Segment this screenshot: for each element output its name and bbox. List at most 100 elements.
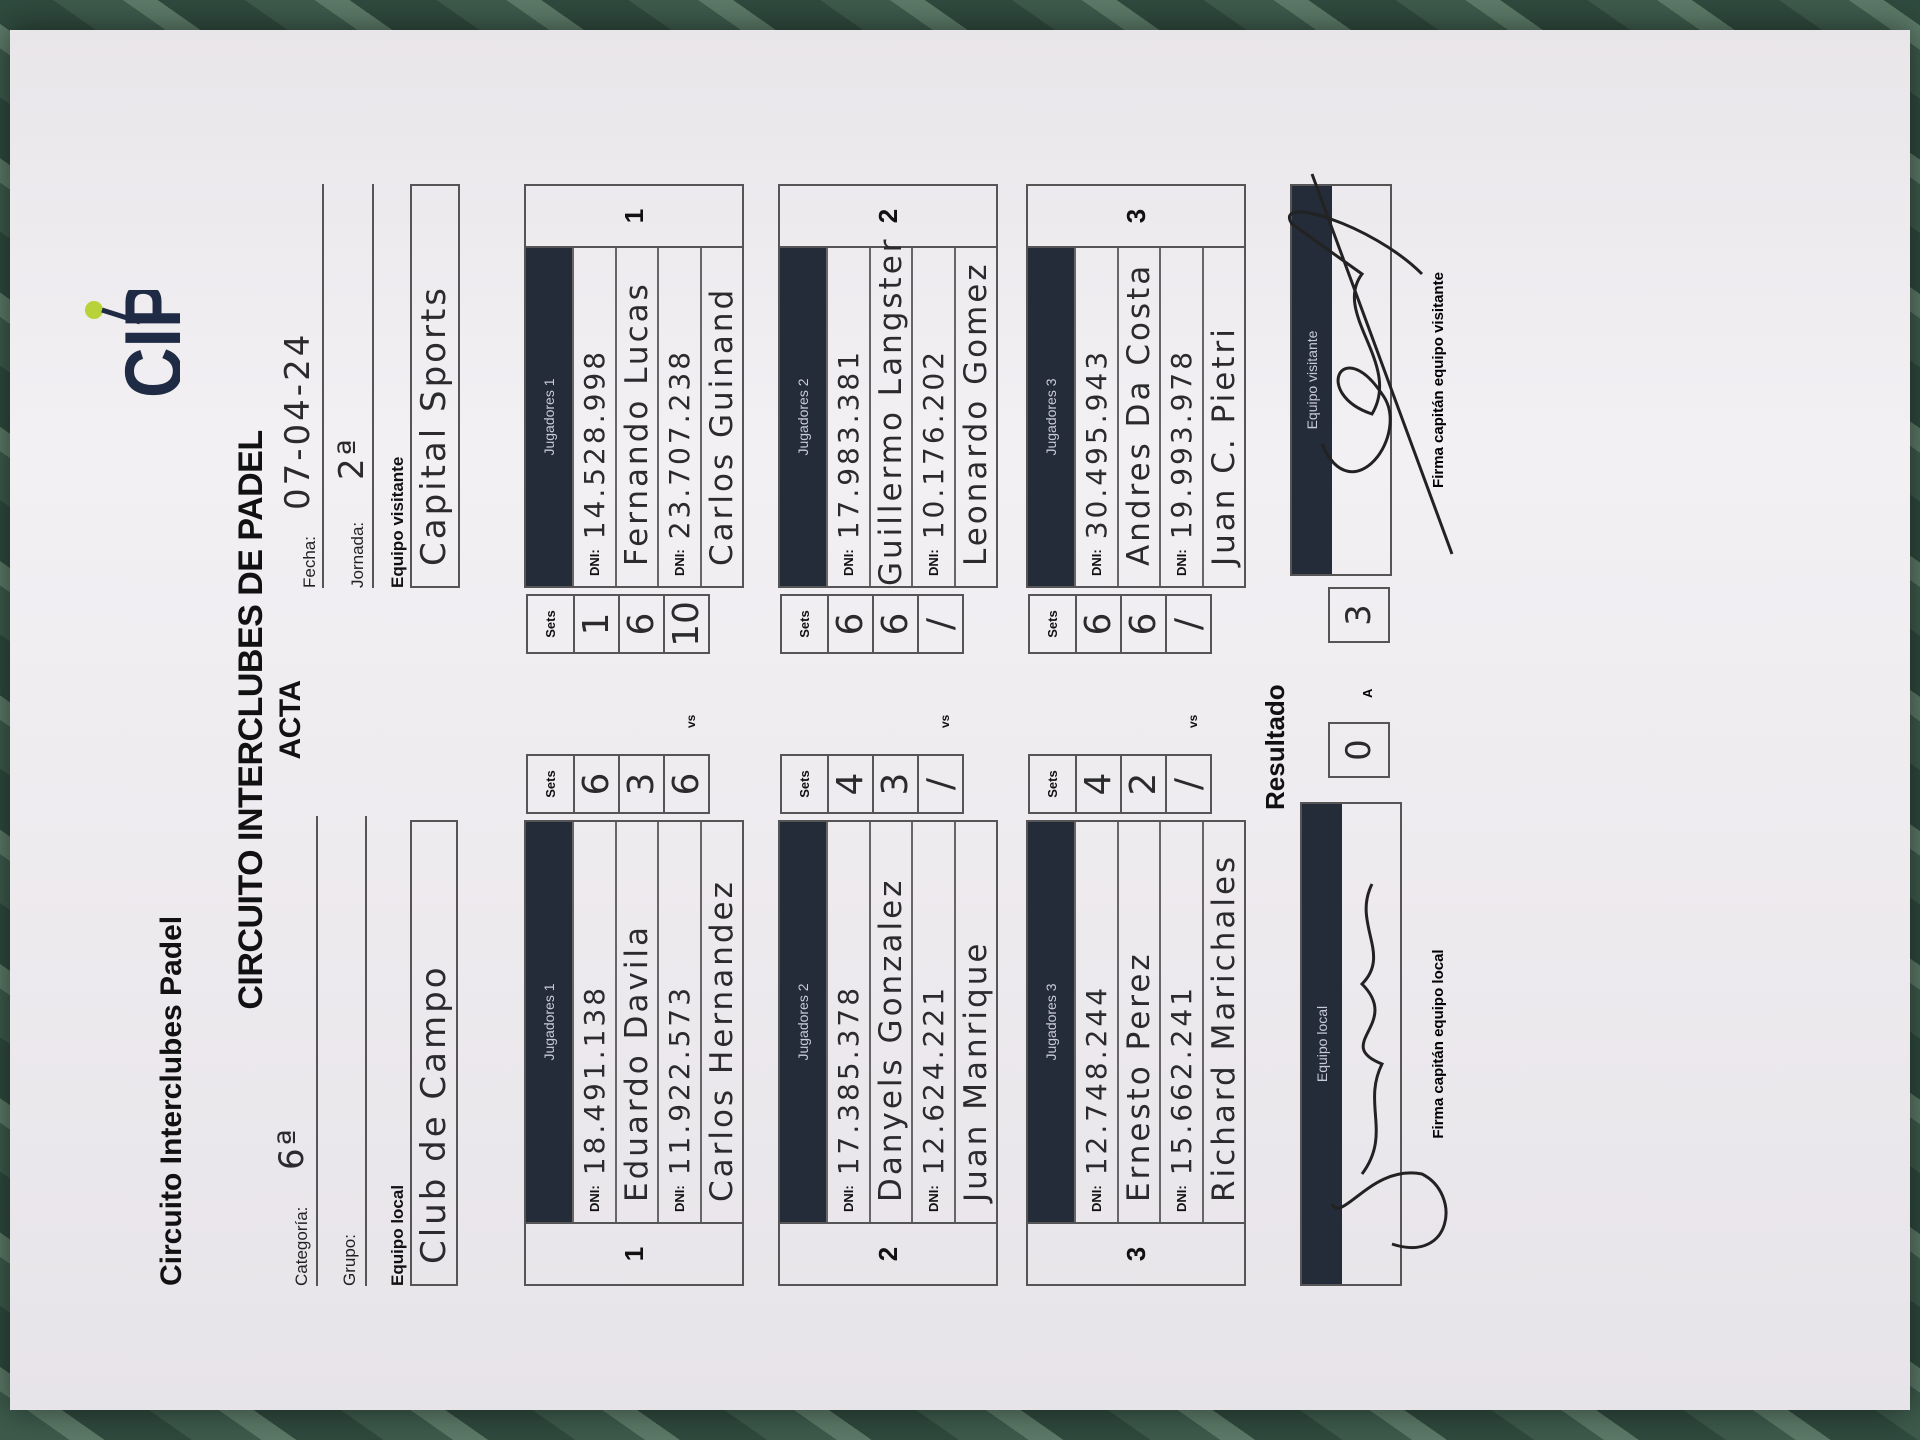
set-score[interactable]: /: [917, 596, 962, 652]
set-score[interactable]: 3: [872, 756, 917, 812]
dni-label: DNI:: [1173, 549, 1189, 576]
signature-local: [1330, 883, 1448, 1249]
dni-row[interactable]: DNI: 19.993.978: [1159, 248, 1202, 586]
dni-value: 15.662.241: [1164, 984, 1198, 1176]
form-subheading: ACTA: [274, 680, 307, 760]
set-score[interactable]: 6: [872, 596, 917, 652]
firma-local-box[interactable]: Equipo local: [1300, 802, 1448, 1286]
match-number: 3: [1028, 1222, 1244, 1284]
dni-label: DNI:: [840, 549, 856, 576]
players-header: Jugadores 3: [1028, 822, 1074, 1222]
player-name-row[interactable]: Carlos Guinand: [699, 248, 742, 586]
dni-label: DNI:: [671, 549, 687, 576]
dni-row[interactable]: DNI:10.176.202: [911, 248, 954, 586]
player-name: Eduardo Davila: [618, 923, 655, 1202]
dni-row[interactable]: DNI:15.662.241: [1159, 822, 1202, 1222]
player-name-row[interactable]: Ernesto Perez: [1116, 822, 1159, 1222]
form-heading: CIRCUITO INTERCLUBES DE PADEL: [232, 430, 270, 1010]
document-title: Circuito Interclubes Padel: [155, 915, 188, 1286]
dni-row[interactable]: DNI: 11.922.573: [657, 822, 700, 1222]
player-name-row[interactable]: Danyels Gonzalez: [868, 822, 911, 1222]
equipo-local-field[interactable]: Club de Campo: [410, 820, 458, 1286]
player-name: Richard Marichales: [1205, 853, 1242, 1202]
dni-row[interactable]: DNI:23.707.238: [657, 248, 700, 586]
player-name: Carlos Guinand: [703, 286, 740, 566]
player-name-row[interactable]: Fernando Lucas: [614, 248, 657, 586]
player-name-row[interactable]: Juan C. Pietri: [1201, 248, 1244, 586]
player-name-row[interactable]: Eduardo Davila: [614, 822, 657, 1222]
dni-value: 11.922.573: [662, 984, 696, 1176]
player-name-row[interactable]: Juan Manrique: [953, 822, 996, 1222]
dni-row[interactable]: DNI:17.983.381: [826, 248, 869, 586]
player-name-row[interactable]: Richard Marichales: [1201, 822, 1244, 1222]
grupo-label: Grupo:: [340, 1234, 359, 1286]
cip-logo: CIP: [80, 281, 198, 400]
set-score[interactable]: /: [917, 756, 962, 812]
dni-label: DNI:: [671, 1185, 687, 1212]
fecha-value[interactable]: 07-04-24: [278, 331, 318, 510]
dni-value: 19.993.978: [1164, 348, 1198, 540]
set-score[interactable]: 6: [1075, 596, 1120, 652]
dni-row[interactable]: DNI:17.385.378: [826, 822, 869, 1222]
sets-header: Sets: [797, 770, 812, 798]
player-name-row[interactable]: Carlos Hernandez: [699, 822, 742, 1222]
set-score[interactable]: 4: [827, 756, 872, 812]
player-name: Andres Da Costa: [1120, 262, 1157, 566]
dni-label: DNI:: [840, 1185, 856, 1212]
dni-row[interactable]: DNI:14.528.998: [572, 248, 615, 586]
player-name-row[interactable]: Guillermo Langster: [868, 236, 911, 586]
set-score[interactable]: 6: [573, 756, 618, 812]
fecha-label: Fecha:: [300, 536, 319, 588]
equipo-visitante-value: Capital Sports: [414, 284, 454, 566]
sets-header: Sets: [543, 610, 558, 638]
categoria-value[interactable]: 6ª: [272, 1126, 312, 1170]
dni-row[interactable]: DNI:30.495.943: [1074, 248, 1117, 586]
player-name: Danyels Gonzalez: [872, 877, 909, 1202]
sets-header: Sets: [543, 770, 558, 798]
firma-visitante-caption: Firma capitán equipo visitante: [1430, 272, 1447, 488]
set-score[interactable]: 4: [1075, 756, 1120, 812]
vs-label: vs: [684, 714, 698, 728]
players-header: Jugadores 1: [526, 822, 572, 1222]
match-number: 1: [526, 186, 742, 248]
svg-text:CIP: CIP: [109, 290, 180, 398]
set-score[interactable]: 6: [618, 596, 663, 652]
dni-label: DNI:: [1088, 549, 1104, 576]
player-name-row[interactable]: Andres Da Costa: [1116, 248, 1159, 586]
set-score[interactable]: /: [1165, 596, 1210, 652]
dni-row[interactable]: DNI:12.624.221: [911, 822, 954, 1222]
player-name: Leonardo Gomez: [957, 261, 994, 566]
set-score[interactable]: 2: [1120, 756, 1165, 812]
set-score[interactable]: 6: [1120, 596, 1165, 652]
sets-header: Sets: [1045, 770, 1060, 798]
resultado-local[interactable]: 0: [1328, 722, 1390, 778]
player-name: Juan Manrique: [957, 940, 994, 1202]
set-score[interactable]: 1: [573, 596, 618, 652]
set-score[interactable]: 3: [618, 756, 663, 812]
set-score[interactable]: /: [1165, 756, 1210, 812]
vs-label: vs: [938, 714, 952, 728]
signature-visitor: [1288, 173, 1454, 555]
dni-row[interactable]: DNI:12.748.244: [1074, 822, 1117, 1222]
match-report-sheet: CIP Circuito Interclubes Padel CIRCUITO …: [10, 30, 1910, 1410]
player-name: Guillermo Langster: [872, 236, 909, 586]
jornada-value[interactable]: 2ª: [332, 436, 372, 480]
set-score[interactable]: 6: [827, 596, 872, 652]
dni-value: 12.624.221: [916, 984, 950, 1176]
set-score[interactable]: 10: [663, 596, 708, 652]
player-name-row[interactable]: Leonardo Gomez: [953, 248, 996, 586]
match-number: 1: [526, 1222, 742, 1284]
dni-label: DNI:: [1088, 1185, 1104, 1212]
dni-row[interactable]: DNI:18.491.138: [572, 822, 615, 1222]
match-number: 3: [1028, 186, 1244, 248]
firma-visitante-box[interactable]: Equipo visitante: [1288, 173, 1454, 576]
equipo-visitante-field[interactable]: Capital Sports: [410, 184, 460, 588]
set-score[interactable]: 6: [663, 756, 708, 812]
